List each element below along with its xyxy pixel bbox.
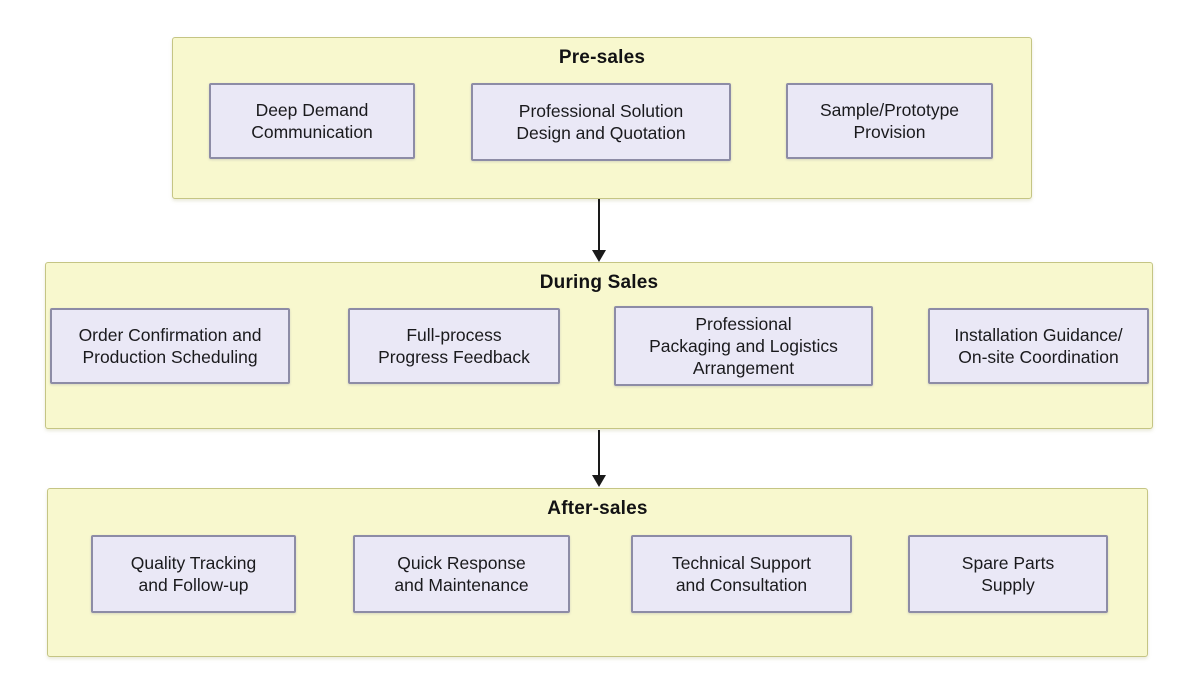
section-during-sales: During Sales Order Confirmation and Prod… — [45, 262, 1153, 429]
section-pre-sales: Pre-sales Deep Demand Communication Prof… — [172, 37, 1032, 199]
step-quick-response-maintenance: Quick Response and Maintenance — [353, 535, 570, 613]
step-technical-support: Technical Support and Consultation — [631, 535, 852, 613]
step-label: Installation Guidance/ On-site Coordinat… — [954, 324, 1123, 367]
arrow-shaft — [598, 199, 600, 250]
step-label: Order Confirmation and Production Schedu… — [78, 324, 262, 367]
step-packaging-logistics: Professional Packaging and Logistics Arr… — [614, 306, 873, 386]
step-label: Sample/Prototype Provision — [819, 99, 960, 142]
step-label: Professional Packaging and Logistics Arr… — [649, 313, 838, 379]
step-order-confirmation-scheduling: Order Confirmation and Production Schedu… — [50, 308, 290, 384]
step-solution-design-quotation: Professional Solution Design and Quotati… — [471, 83, 731, 161]
step-progress-feedback: Full-process Progress Feedback — [348, 308, 560, 384]
step-label: Quality Tracking and Follow-up — [130, 552, 257, 595]
step-label: Quick Response and Maintenance — [394, 552, 529, 595]
section-title-after-sales: After-sales — [547, 498, 648, 519]
arrow-down-icon — [591, 199, 607, 263]
step-quality-tracking: Quality Tracking and Follow-up — [91, 535, 296, 613]
arrow-head — [592, 250, 606, 262]
step-installation-guidance: Installation Guidance/ On-site Coordinat… — [928, 308, 1149, 384]
step-label: Spare Parts Supply — [961, 552, 1055, 595]
arrow-shaft — [598, 430, 600, 475]
step-label: Technical Support and Consultation — [671, 552, 812, 595]
arrow-head — [592, 475, 606, 487]
step-sample-prototype-provision: Sample/Prototype Provision — [786, 83, 993, 159]
section-after-sales: After-sales Quality Tracking and Follow-… — [47, 488, 1148, 657]
arrow-down-icon — [591, 430, 607, 488]
step-label: Deep Demand Communication — [251, 99, 373, 142]
step-label: Professional Solution Design and Quotati… — [516, 100, 686, 143]
section-title-during-sales: During Sales — [539, 272, 659, 293]
step-deep-demand-communication: Deep Demand Communication — [209, 83, 415, 159]
step-spare-parts-supply: Spare Parts Supply — [908, 535, 1108, 613]
step-label: Full-process Progress Feedback — [378, 324, 530, 367]
section-title-pre-sales: Pre-sales — [558, 47, 646, 68]
